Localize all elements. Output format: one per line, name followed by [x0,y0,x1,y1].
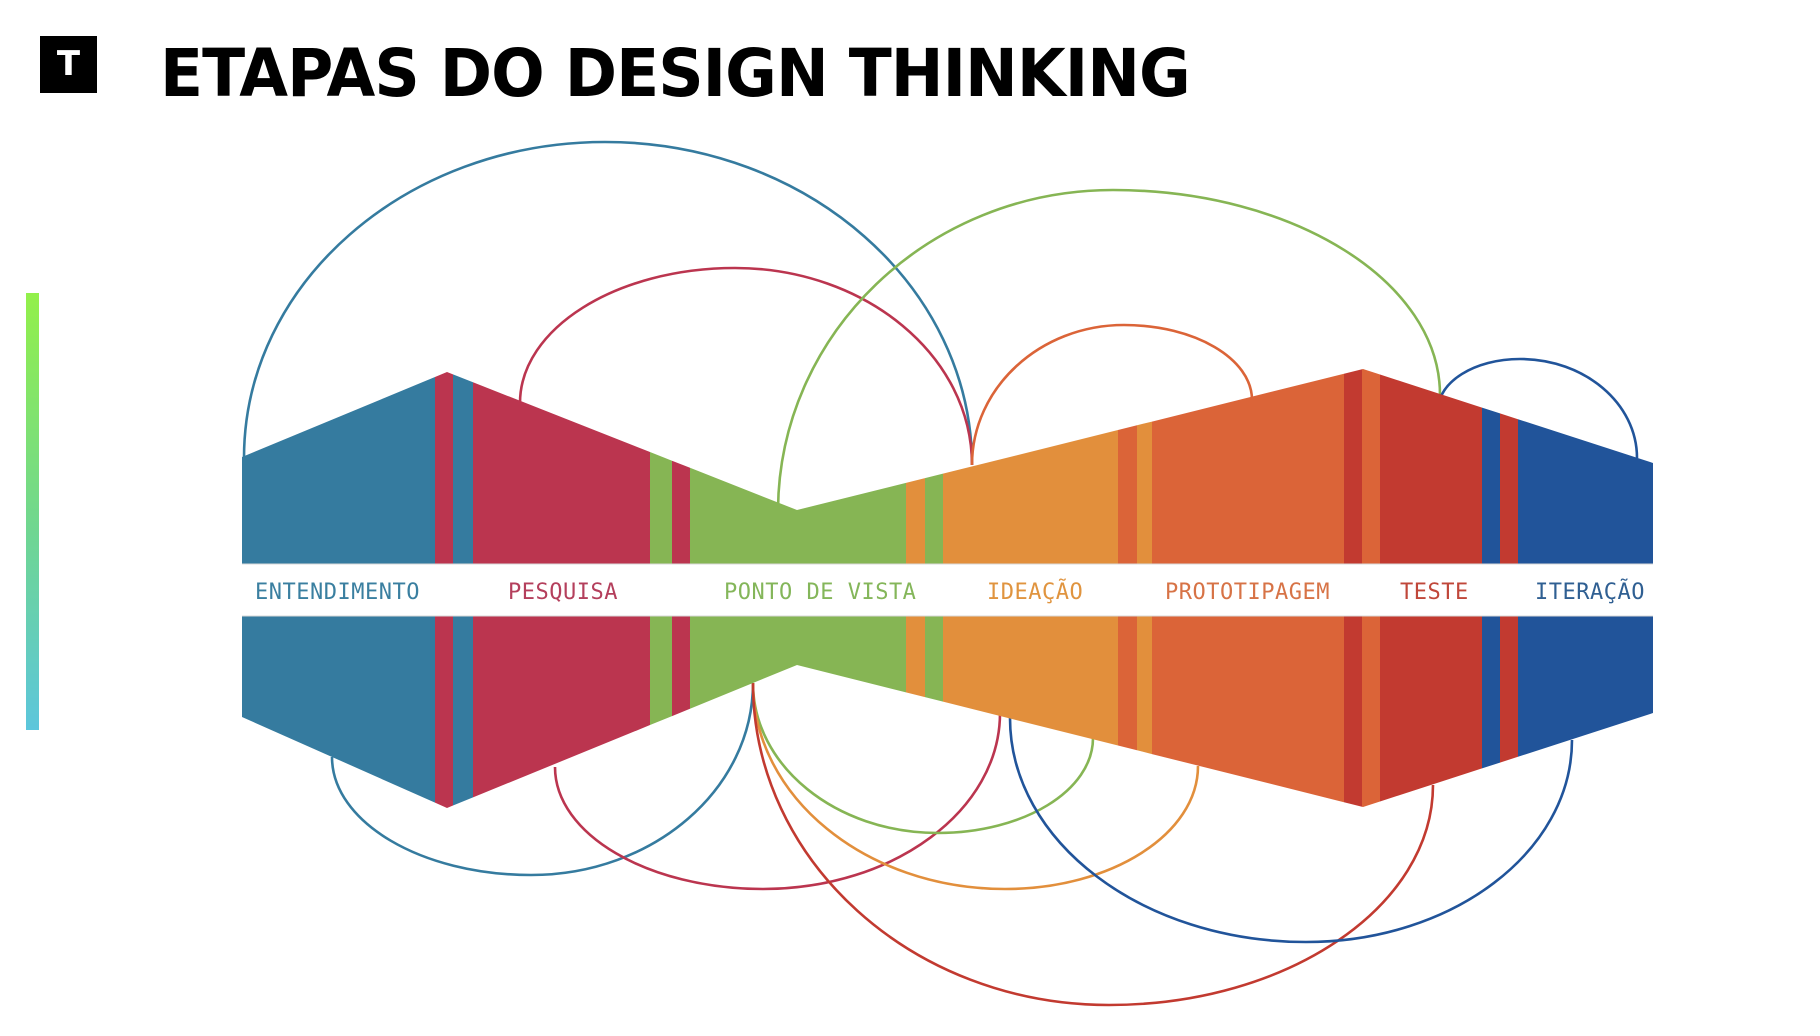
connection-arcs [242,140,1639,1007]
bottom-arc-ponto-de-vista-to-ideacao [751,682,1095,835]
stage-label-ideacao: IDEAÇÃO [987,578,1083,605]
bottom-arc-ideacao-to-iteracao [1008,717,1574,944]
bottom-arc-ponto-de-vista-to-prototipagem [751,682,1200,891]
stage-label-entendimento: ENTENDIMENTO [255,580,420,605]
stage-label-ponto-de-vista: PONTO DE VISTA [724,580,916,605]
top-arc-entendimento-to-ponto-de-vista [242,140,974,466]
top-arc-pesquisa-to-ponto-de-vista [518,266,974,466]
top-arc-ponto-de-vista-to-teste [776,188,1442,513]
stage-label-teste: TESTE [1400,580,1469,605]
top-arc-ideacao-to-prototipagem [970,323,1254,466]
bottom-arc-pesquisa-to-ideacao [553,712,1002,891]
stage-label-iteracao: ITERAÇÃO [1535,578,1645,605]
bottom-arc-ponto-de-vista-to-teste [751,682,1435,1007]
brand-logo: T [40,36,97,93]
stage-label-pesquisa: PESQUISA [508,580,618,605]
label-band [242,564,1653,616]
top-arc-teste-to-iteracao [1436,357,1639,459]
accent-gradient-bar [26,293,39,730]
bottom-arc-entendimento-to-ponto-de-vista [330,682,755,877]
brand-logo-letter: T [56,43,81,84]
page-title: ETAPAS DO DESIGN THINKING [160,35,1191,112]
stage-label-prototipagem: PROTOTIPAGEM [1165,580,1330,605]
stage-labels: ENTENDIMENTO PESQUISA PONTO DE VISTA IDE… [255,578,1645,605]
